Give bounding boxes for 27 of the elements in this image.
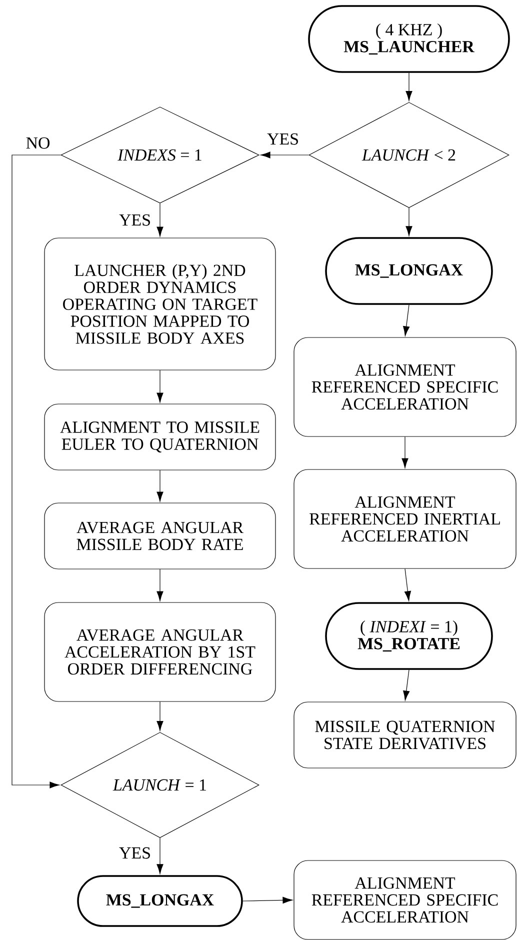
process-box: AVERAGE ANGULAR MISSILE BODY RATE (44, 502, 276, 570)
arrow (404, 568, 412, 601)
edge-label: YES (118, 213, 152, 227)
arrow (406, 72, 412, 101)
arrow (12, 154, 61, 788)
process-box: ALIGNMENT REFERENCED INERTIAL ACCELERATION (294, 469, 516, 569)
arrow (403, 304, 410, 336)
process-box: ALIGNMENT REFERENCED SPECIFIC ACCELERATION (294, 860, 516, 940)
arrow (156, 569, 164, 602)
arrow (156, 838, 164, 874)
arrow (403, 670, 410, 701)
arrow (156, 370, 164, 403)
arrow (242, 896, 293, 904)
process-box: MISSILE QUATERNION STATE DERIVATIVES (294, 702, 516, 768)
arrow (156, 203, 164, 237)
edge-label: YES (118, 846, 152, 860)
process-box: ALIGNMENT REFERENCED SPECIFIC ACCELERATION (294, 337, 516, 437)
process-box: AVERAGE ANGULAR ACCELERATION BY 1ST ORDER DIFFERENCING (44, 602, 276, 702)
edge-label: YES (266, 132, 300, 146)
process-box: LAUNCHER (P,Y) 2ND ORDER DYNAMICS OPERATING ON TARGET POSITION MAPPED TO MISSILE BODY AXES (44, 238, 276, 370)
arrow (260, 152, 309, 158)
process-box: ALIGNMENT TO MISSILE EULER TO QUATERNION (44, 404, 276, 470)
arrow (406, 208, 412, 236)
arrow (156, 470, 164, 502)
edge-label: NO (24, 136, 52, 150)
arrow (156, 702, 164, 731)
arrow (402, 436, 408, 468)
